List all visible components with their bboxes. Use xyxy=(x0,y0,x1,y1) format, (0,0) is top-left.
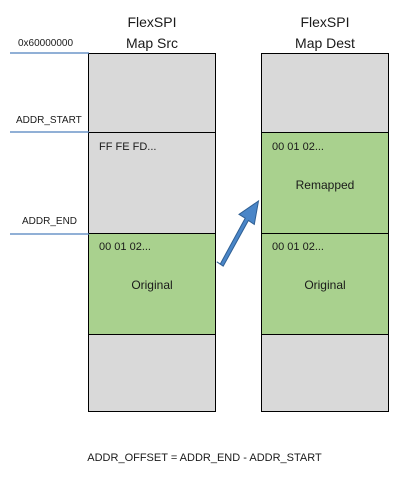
remap-arrow-icon xyxy=(216,199,260,267)
src-block-top xyxy=(88,53,216,133)
dest-block-original: 00 01 02... Original xyxy=(261,233,389,335)
src-map-column: FF FE FD... 00 01 02... Original xyxy=(88,53,216,412)
addr-offset-formula: ADDR_OFFSET = ADDR_END - ADDR_START xyxy=(87,452,322,464)
dest-header-line1: FlexSPI xyxy=(300,14,350,30)
src-header-line1: FlexSPI xyxy=(127,14,177,30)
dest-block-top xyxy=(261,53,389,133)
src-block-middle: FF FE FD... xyxy=(88,132,216,234)
src-header-line2: Map Src xyxy=(125,35,179,51)
base-address-label: 0x60000000 xyxy=(18,38,74,49)
src-original-label: Original xyxy=(131,278,173,292)
addr-start-label: ADDR_START xyxy=(16,115,82,126)
dest-header: FlexSPI Map Dest xyxy=(261,12,389,54)
src-block-bottom xyxy=(88,334,216,412)
src-middle-bytes: FF FE FD... xyxy=(99,141,157,153)
dest-original-label: Original xyxy=(304,278,346,292)
dest-map-column: 00 01 02... Remapped 00 01 02... Origina… xyxy=(261,53,389,412)
dest-remapped-label: Remapped xyxy=(295,178,355,192)
dest-header-line2: Map Dest xyxy=(295,35,355,51)
dest-block-bottom xyxy=(261,334,389,412)
dest-remapped-bytes: 00 01 02... xyxy=(272,141,324,153)
addr-end-label: ADDR_END xyxy=(22,216,78,227)
src-header: FlexSPI Map Src xyxy=(88,12,216,54)
dest-original-bytes: 00 01 02... xyxy=(272,241,324,253)
dest-block-remapped: 00 01 02... Remapped xyxy=(261,132,389,234)
src-original-bytes: 00 01 02... xyxy=(99,241,151,253)
